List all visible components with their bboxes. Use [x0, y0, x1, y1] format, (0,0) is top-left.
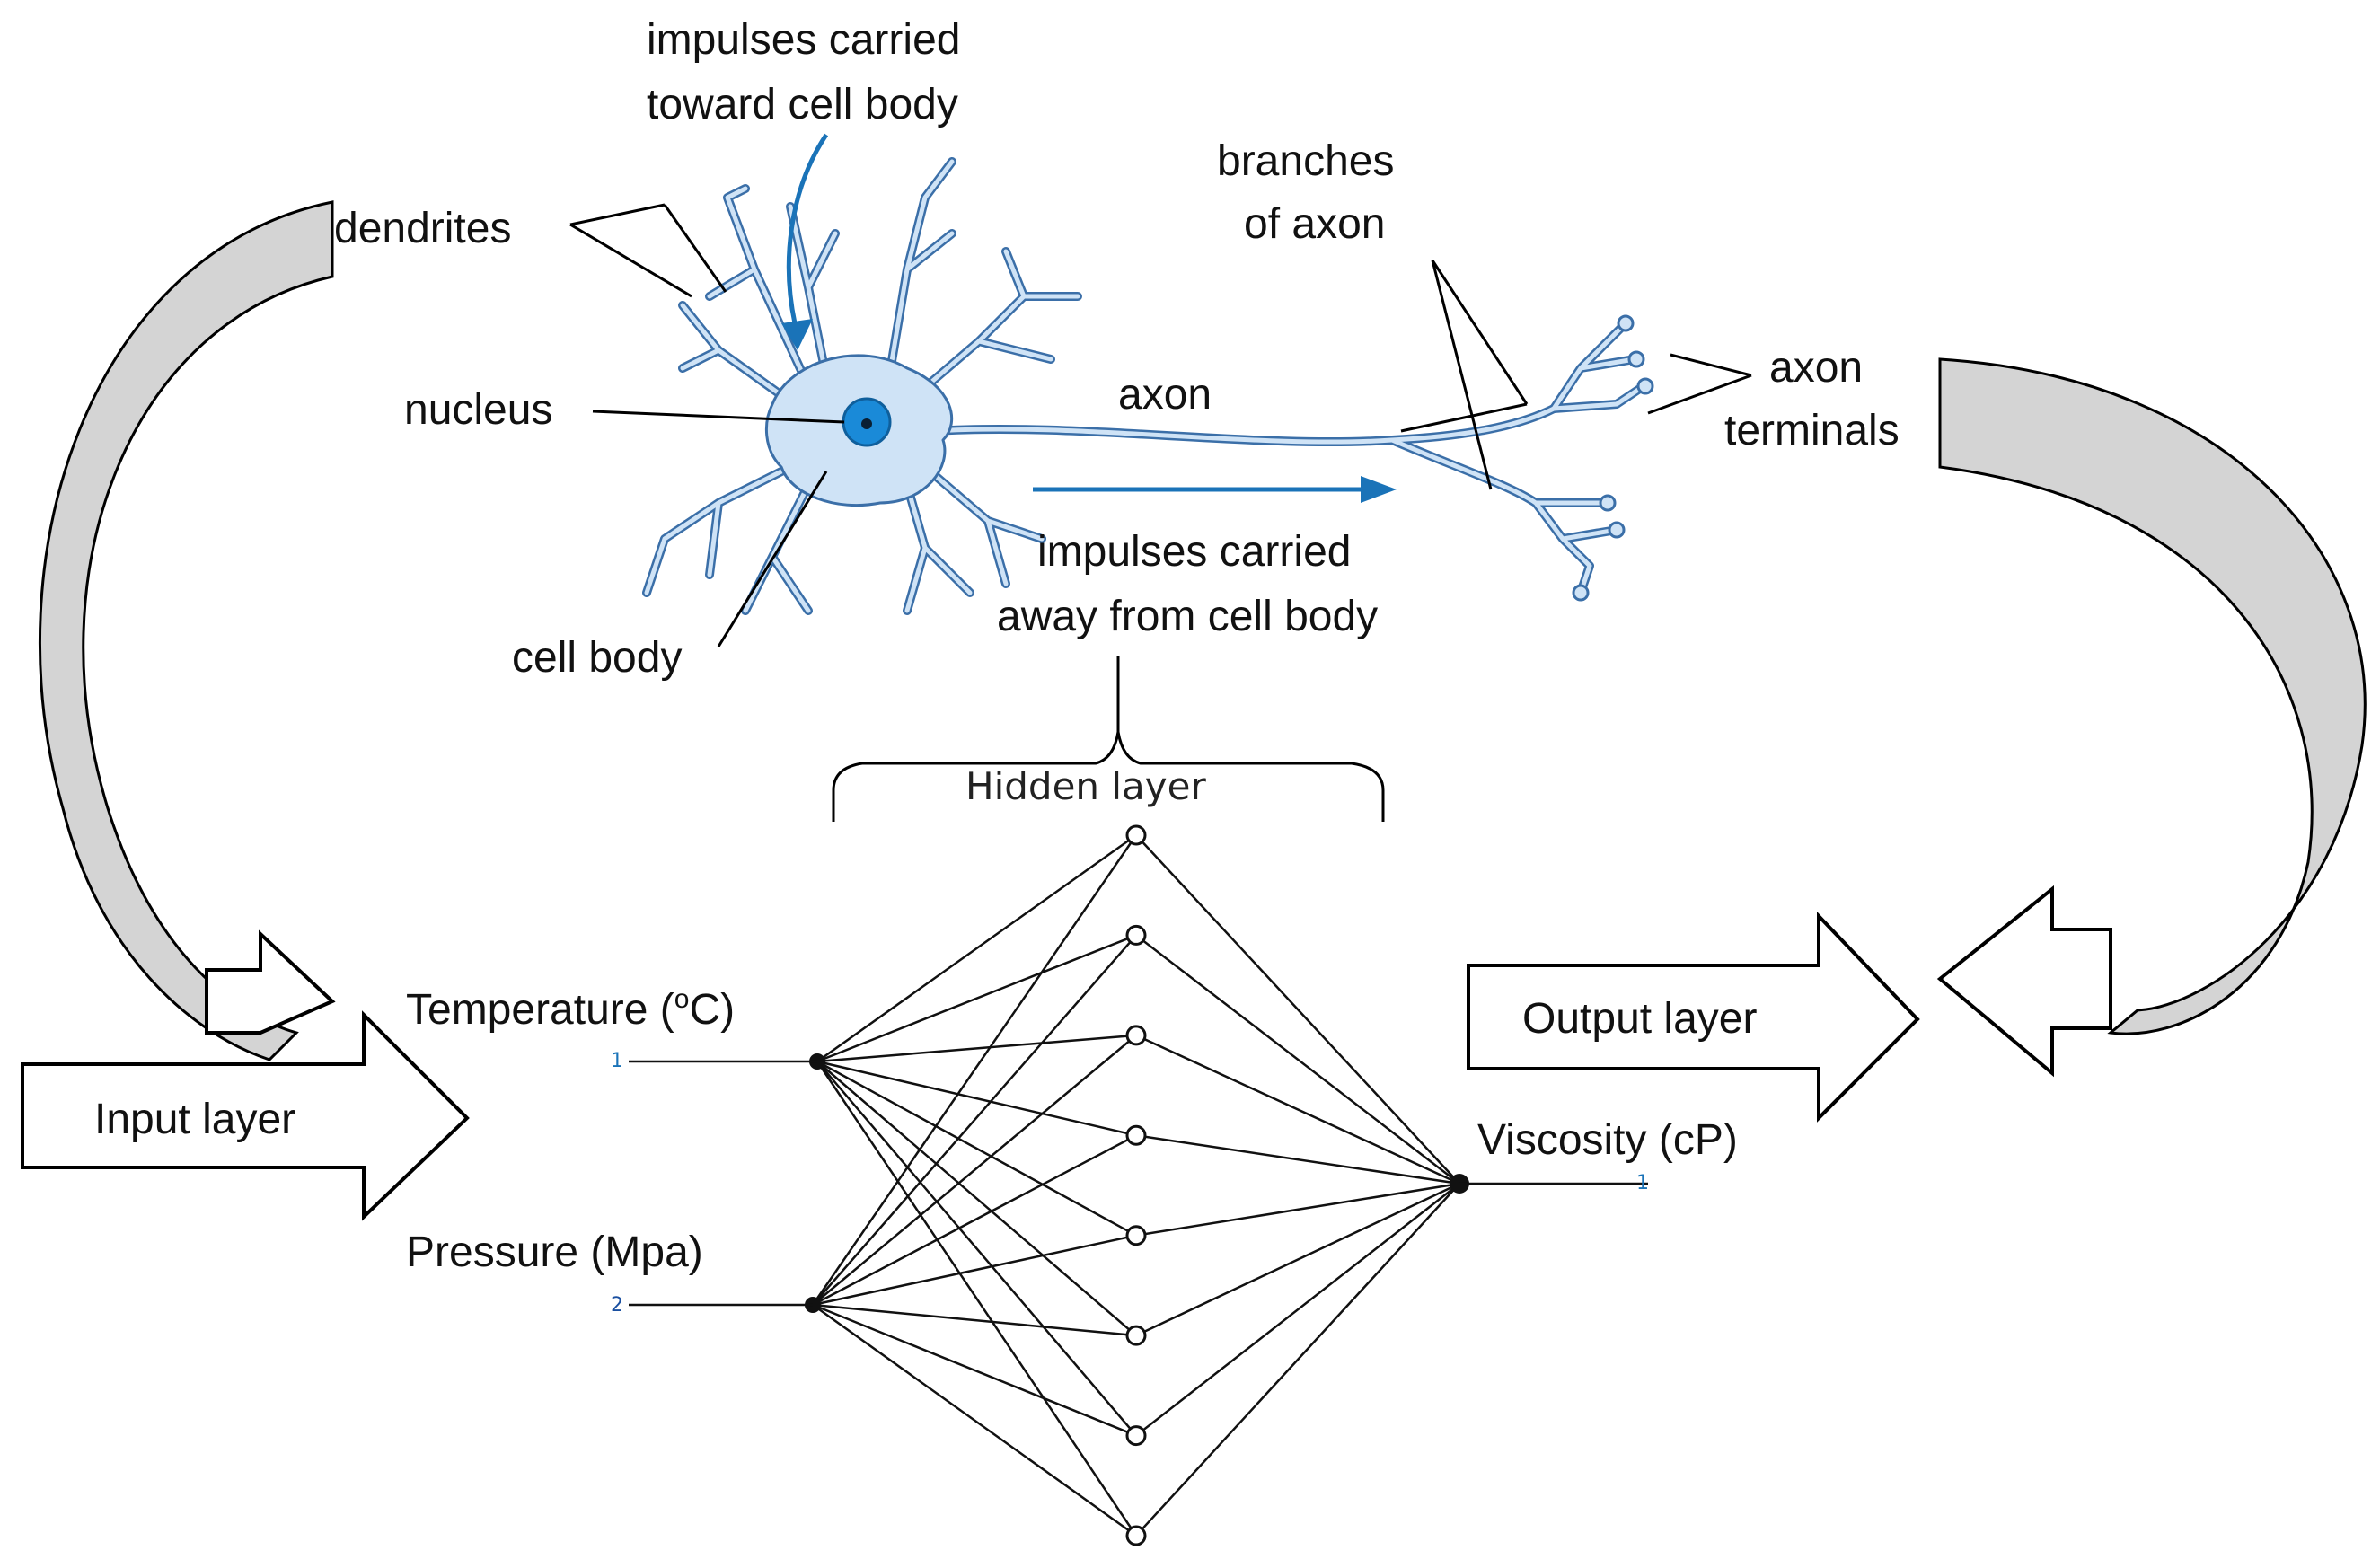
- connection-hidden1-output: [1135, 834, 1460, 1185]
- input-index-1: 1: [611, 1050, 623, 1072]
- input-index-2: 2: [611, 1294, 623, 1317]
- connection-input1-hidden6: [816, 1061, 1137, 1337]
- impulse-away-arrowhead: [1361, 476, 1397, 503]
- label-cell-body: cell body: [512, 634, 682, 682]
- left-curved-arrowhead: [205, 929, 336, 1035]
- hidden-node-7: [1125, 1425, 1147, 1447]
- connection-input2-hidden8: [812, 1303, 1137, 1537]
- label-dendrites: dendrites: [334, 205, 511, 252]
- label-axon-terminals-2: terminals: [1724, 407, 1900, 454]
- connection-input2-hidden1: [811, 834, 1138, 1306]
- hidden-node-2: [1125, 924, 1147, 946]
- connection-input1-hidden2: [816, 934, 1137, 1063]
- hidden-node-4: [1125, 1124, 1147, 1146]
- connection-input2-hidden7: [812, 1303, 1137, 1437]
- output-layer-label: Output layer: [1522, 995, 1757, 1043]
- right-curved-arrowhead: [1936, 885, 2112, 1078]
- hidden-node-3: [1125, 1025, 1147, 1046]
- right-curved-band: [1938, 357, 2367, 1035]
- input-layer-label: Input layer: [94, 1096, 295, 1143]
- connection-input1-hidden3: [816, 1034, 1137, 1063]
- left-curved-band: [39, 200, 334, 1061]
- label-nucleus: nucleus: [404, 386, 552, 434]
- label-impulses-toward-1: impulses carried: [647, 16, 960, 64]
- label-impulses-away-1: impulses carried: [1037, 528, 1351, 576]
- connection-hidden4-output: [1135, 1134, 1460, 1185]
- output-layer-arrow: [1467, 912, 1920, 1123]
- connection-input1-hidden5: [816, 1060, 1137, 1237]
- impulse-toward-arrowhead: [781, 319, 813, 350]
- hidden-layer-brace: [832, 656, 1385, 822]
- hidden-node-6: [1125, 1325, 1147, 1346]
- input-layer-arrow: [21, 1010, 470, 1221]
- hidden-node-5: [1125, 1225, 1147, 1246]
- label-impulses-away-2: away from cell body: [997, 593, 1378, 640]
- connection-input1-hidden1: [816, 833, 1137, 1063]
- label-branches-1: branches: [1217, 137, 1394, 185]
- connection-hidden5-output: [1135, 1182, 1460, 1237]
- network-nodes: [805, 824, 1469, 1546]
- label-branches-2: of axon: [1244, 200, 1385, 248]
- connection-hidden7-output: [1135, 1183, 1460, 1437]
- connection-input1-hidden7: [816, 1061, 1137, 1437]
- connection-hidden8-output: [1135, 1183, 1460, 1537]
- connection-input2-hidden4: [812, 1134, 1137, 1307]
- connection-input2-hidden3: [812, 1034, 1137, 1306]
- connection-input2-hidden2: [812, 934, 1137, 1306]
- label-axon: axon: [1118, 371, 1212, 418]
- connection-input2-hidden6: [812, 1303, 1137, 1337]
- output-index-1: 1: [1636, 1172, 1649, 1194]
- output-viscosity-label: Viscosity (cP): [1477, 1116, 1738, 1164]
- connection-hidden2-output: [1135, 934, 1460, 1185]
- input-pressure-label: Pressure (Mpa): [406, 1229, 703, 1276]
- connection-hidden3-output: [1135, 1034, 1460, 1185]
- hidden-layer-label: Hidden layer: [965, 764, 1206, 808]
- label-axon-terminals-1: axon: [1769, 344, 1863, 392]
- label-impulses-toward-2: toward cell body: [647, 81, 958, 128]
- impulse-toward-arrow: [786, 133, 829, 324]
- neuron-illustration: [642, 133, 1654, 615]
- connection-input1-hidden8: [815, 1061, 1138, 1537]
- nucleolus: [861, 418, 872, 429]
- connection-hidden6-output: [1135, 1182, 1460, 1337]
- connection-input1-hidden4: [816, 1060, 1137, 1137]
- connection-input2-hidden5: [812, 1234, 1137, 1307]
- leader-lines: [569, 203, 1752, 647]
- axon-terminal-knobs: [1572, 314, 1654, 602]
- hidden-node-1: [1125, 824, 1147, 846]
- network-connections: [811, 833, 1460, 1537]
- input-temperature-label: Temperature (oC): [406, 984, 735, 1034]
- hidden-node-8: [1125, 1525, 1147, 1546]
